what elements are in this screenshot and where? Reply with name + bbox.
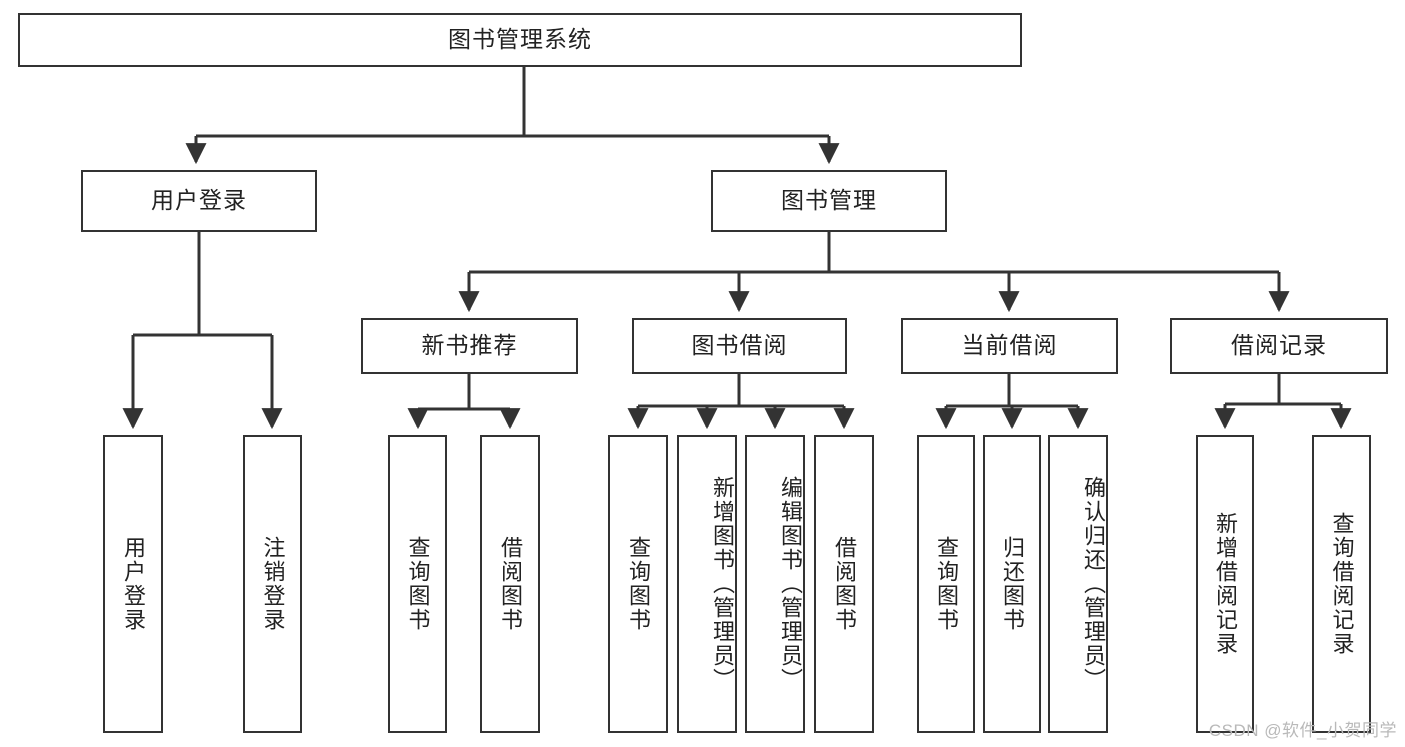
node-leaf-borrow-book-1[interactable]: 借阅图书 xyxy=(480,435,540,733)
node-current-borrow[interactable]: 当前借阅 xyxy=(901,318,1118,374)
node-leaf-borrow-book-1-label: 借阅图书 xyxy=(497,536,523,632)
node-leaf-query-book-3[interactable]: 查询图书 xyxy=(917,435,975,733)
node-leaf-confirm-return[interactable]: 确认归还（管理员） xyxy=(1048,435,1108,733)
node-leaf-user-logout[interactable]: 注销登录 xyxy=(243,435,302,733)
node-leaf-add-record[interactable]: 新增借阅记录 xyxy=(1196,435,1254,733)
node-current-borrow-label: 当前借阅 xyxy=(961,332,1058,359)
node-leaf-return-book-label: 归还图书 xyxy=(999,536,1025,632)
node-leaf-add-book-label: 新增图书（管理员） xyxy=(710,476,735,692)
node-leaf-borrow-book-2-label: 借阅图书 xyxy=(831,536,857,632)
node-new-book-rec-label: 新书推荐 xyxy=(421,332,518,359)
csdn-watermark: CSDN @软件_小贺同学 xyxy=(1208,721,1397,740)
node-new-book-rec[interactable]: 新书推荐 xyxy=(361,318,578,374)
node-book-borrow[interactable]: 图书借阅 xyxy=(632,318,847,374)
node-leaf-borrow-book-2[interactable]: 借阅图书 xyxy=(814,435,874,733)
node-user-login[interactable]: 用户登录 xyxy=(81,170,317,232)
node-leaf-user-login-label: 用户登录 xyxy=(120,536,146,632)
node-leaf-add-record-label: 新增借阅记录 xyxy=(1212,512,1238,656)
node-leaf-query-book-3-label: 查询图书 xyxy=(933,536,959,632)
node-leaf-query-book-2-label: 查询图书 xyxy=(625,536,651,632)
node-leaf-return-book[interactable]: 归还图书 xyxy=(983,435,1041,733)
node-borrow-record[interactable]: 借阅记录 xyxy=(1170,318,1388,374)
node-root-label: 图书管理系统 xyxy=(448,26,592,53)
node-leaf-query-book-1[interactable]: 查询图书 xyxy=(388,435,447,733)
node-leaf-query-book-2[interactable]: 查询图书 xyxy=(608,435,668,733)
node-leaf-query-record-label: 查询借阅记录 xyxy=(1329,512,1355,656)
node-root[interactable]: 图书管理系统 xyxy=(18,13,1022,67)
node-leaf-edit-book-label: 编辑图书（管理员） xyxy=(778,476,803,692)
node-book-manage-label: 图书管理 xyxy=(781,187,877,214)
node-leaf-add-book[interactable]: 新增图书（管理员） xyxy=(677,435,737,733)
node-leaf-edit-book[interactable]: 编辑图书（管理员） xyxy=(745,435,805,733)
node-leaf-query-record[interactable]: 查询借阅记录 xyxy=(1312,435,1371,733)
node-leaf-user-login[interactable]: 用户登录 xyxy=(103,435,163,733)
node-book-borrow-label: 图书借阅 xyxy=(691,332,788,359)
node-leaf-query-book-1-label: 查询图书 xyxy=(405,536,431,632)
node-book-manage[interactable]: 图书管理 xyxy=(711,170,947,232)
node-leaf-confirm-return-label: 确认归还（管理员） xyxy=(1081,476,1106,692)
node-user-login-label: 用户登录 xyxy=(151,187,247,214)
node-borrow-record-label: 借阅记录 xyxy=(1231,332,1327,359)
node-leaf-user-logout-label: 注销登录 xyxy=(260,536,286,632)
